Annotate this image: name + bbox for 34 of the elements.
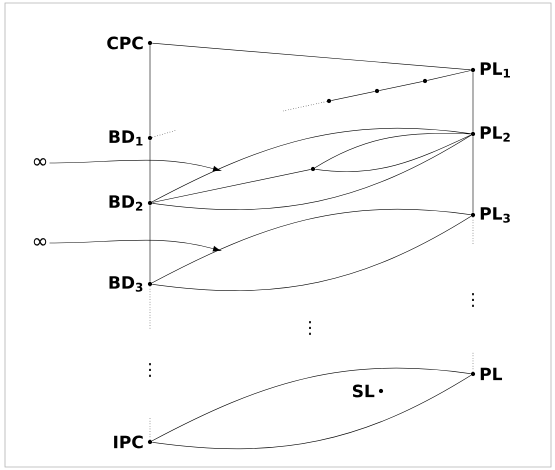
arrow [49, 240, 221, 252]
node-label: BD$_{3}$ [110, 276, 142, 292]
node-label: PL$_{3}$ [480, 207, 510, 223]
connector [152, 216, 472, 291]
dotted-line [152, 130, 178, 138]
connector [152, 128, 472, 202]
connector [330, 91, 376, 101]
vertical-ellipsis: ⋮ [309, 321, 311, 335]
connector [152, 209, 472, 284]
connector [378, 81, 424, 91]
connector [472, 72, 474, 132]
infinity-symbol: ∞ [34, 238, 46, 246]
connector [426, 70, 472, 81]
node-label: PL [480, 368, 502, 380]
connector [152, 374, 472, 450]
dotted-line [282, 101, 328, 112]
connector [152, 368, 472, 442]
node-label: IPC [114, 436, 143, 448]
arrow [49, 160, 221, 172]
node-label: BD$_{2}$ [110, 195, 142, 211]
connector [472, 136, 474, 213]
dotted-line [472, 352, 474, 372]
node-label: PL$_{2}$ [480, 126, 510, 142]
node-label: SL [352, 384, 374, 398]
node-label: PL$_{1}$ [480, 62, 510, 78]
connector [152, 42, 471, 70]
dotted-line [472, 216, 474, 246]
infinity-symbol: ∞ [34, 158, 46, 166]
node-label: BD$_{1}$ [110, 130, 142, 146]
vertical-ellipsis: ⋮ [472, 293, 474, 307]
connector [152, 134, 472, 210]
vertical-ellipsis: ⋮ [149, 363, 151, 377]
connector [152, 169, 312, 203]
node-label: CPC [107, 36, 143, 50]
